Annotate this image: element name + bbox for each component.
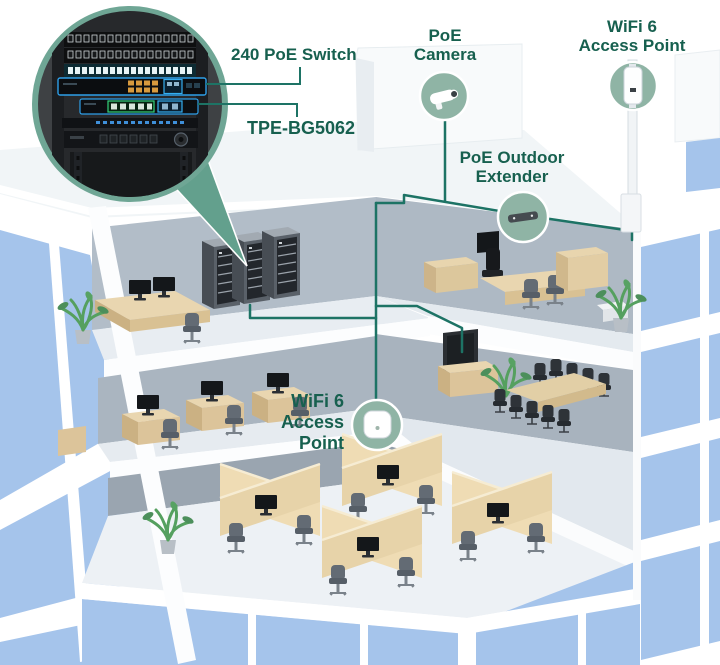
- callout-markers: [350, 59, 659, 452]
- label-line: WiFi 6: [291, 391, 344, 411]
- outdoor-access-point-icon: [623, 64, 643, 108]
- outdoor-access-point: [607, 59, 659, 233]
- label-line: Extender: [475, 167, 549, 186]
- media-and-conference: [438, 329, 612, 433]
- label-line: PoE Outdoor: [459, 148, 565, 167]
- poe-switch-240: [57, 77, 207, 96]
- label-240-poe-switch: 240 PoE Switch: [231, 45, 357, 64]
- tpe-bg5062-switch: [79, 98, 199, 115]
- label-line: Access: [280, 412, 344, 432]
- indoor-access-point: [350, 398, 404, 452]
- lit-port-row: [68, 67, 192, 74]
- camera-icon: [430, 89, 459, 110]
- poe-outdoor-extender: [496, 190, 550, 244]
- label-line: Point: [299, 433, 344, 453]
- executive-office: [424, 231, 650, 334]
- label-line: Camera: [413, 45, 477, 64]
- inset-connectors: [198, 67, 301, 117]
- open-desks-floor: [58, 373, 310, 456]
- cut-edge-right: [633, 229, 641, 600]
- extender-icon: [507, 211, 539, 223]
- cable-branch-tv: [374, 304, 464, 354]
- server-room: [54, 226, 301, 346]
- cable-branch-rack: [248, 303, 378, 320]
- rack-recorder: [64, 131, 198, 148]
- rack-closeup-art: [52, 11, 208, 197]
- poe-camera: [418, 70, 470, 122]
- label-line: Access Point: [578, 36, 686, 55]
- label-line: WiFi 6: [607, 17, 657, 36]
- indoor-access-point-icon: [363, 410, 392, 439]
- label-tpe-bg5062: TPE-BG5062: [247, 118, 356, 138]
- patch-panel-ports: [67, 34, 194, 59]
- label-poe-outdoor-extender: PoE Outdoor Extender: [427, 148, 597, 186]
- rooftop-box-right: [674, 49, 720, 143]
- label-poe-camera: PoE Camera: [385, 26, 505, 64]
- label-line: PoE: [428, 26, 462, 45]
- right-facade: [633, 49, 720, 665]
- label-wifi6-ap-roof: WiFi 6 Access Point: [557, 17, 707, 55]
- rack-inset: [32, 6, 301, 267]
- label-wifi6-ap-indoor: WiFi 6 Access Point: [234, 391, 344, 454]
